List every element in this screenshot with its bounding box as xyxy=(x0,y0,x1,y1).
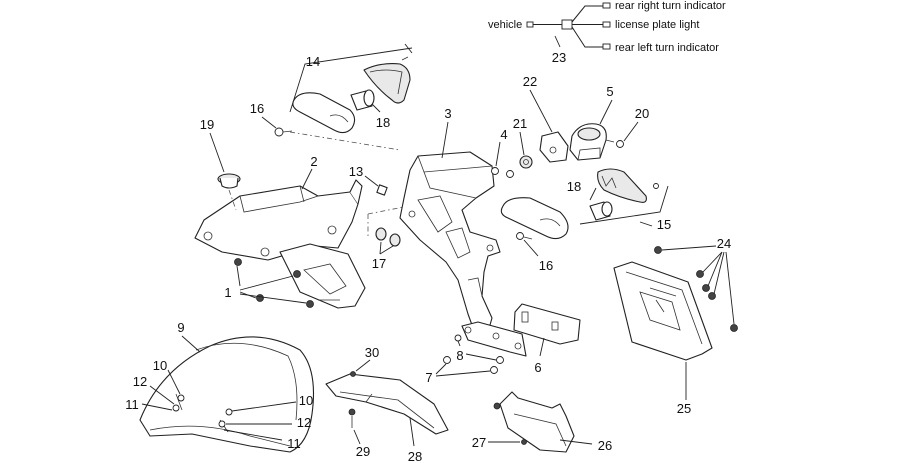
bracket-2-body xyxy=(194,185,359,261)
bracket-2-lower xyxy=(279,243,366,309)
part-label-16-right: 16 xyxy=(539,258,553,273)
part-label-4: 4 xyxy=(500,127,507,142)
screw-20: 20 xyxy=(605,106,649,148)
reflector-6: 6 xyxy=(513,303,581,375)
spacer-13: 13 xyxy=(349,164,388,196)
part-label-14: 14 xyxy=(306,54,320,69)
part-label-7: 7 xyxy=(425,370,432,385)
wire-label-vehicle: vehicle xyxy=(488,19,522,31)
screw-16-left xyxy=(274,127,293,137)
junction-connector xyxy=(561,19,573,30)
part-label-12-right: 12 xyxy=(297,415,311,430)
grommet-21: 21 xyxy=(513,116,533,169)
nuts-7: 7 xyxy=(425,356,498,385)
wire-label-plate-light: license plate light xyxy=(615,19,699,31)
indicator-body-left xyxy=(292,92,356,134)
part-label-8: 8 xyxy=(456,348,463,363)
part-label-23: 23 xyxy=(552,50,566,65)
frame-3-body xyxy=(399,151,501,337)
plate-holder-25: 25 xyxy=(613,261,713,416)
connector-rear-left xyxy=(602,43,611,50)
bracket-22: 22 xyxy=(523,74,569,163)
part-label-6: 6 xyxy=(534,360,541,375)
part-label-18-left: 18 xyxy=(376,115,390,130)
bracket-2: 2 xyxy=(194,154,366,309)
part-label-27: 27 xyxy=(472,435,486,450)
washers-8: 8 xyxy=(454,334,504,364)
connector-rear-right xyxy=(602,2,611,9)
part-label-15: 15 xyxy=(657,217,671,232)
grommet-19: 19 xyxy=(200,117,241,189)
part-label-18-right: 18 xyxy=(567,179,581,194)
wiring-schematic: vehicle rear right turn indicator licens… xyxy=(488,0,726,65)
connector-plate-light xyxy=(602,21,611,28)
mudguard-9: 9 10 12 11 10 12 11 xyxy=(125,320,315,453)
part-label-29: 29 xyxy=(356,444,370,459)
part-label-10-right: 10 xyxy=(299,393,313,408)
right-turn-indicator-group: 15 18 16 xyxy=(500,168,671,273)
part-label-11-right: 11 xyxy=(287,436,301,451)
splash-guard-28: 30 29 28 xyxy=(325,345,449,463)
part-label-12-left: 12 xyxy=(133,374,147,389)
part-label-9: 9 xyxy=(177,320,184,335)
left-turn-indicator-group: 16 18 14 xyxy=(250,43,413,151)
part-label-22: 22 xyxy=(523,74,537,89)
part-label-11-left: 11 xyxy=(125,397,139,412)
part-label-2: 2 xyxy=(310,154,317,169)
splash-guard-body xyxy=(325,373,449,435)
part-label-24: 24 xyxy=(717,236,731,251)
part-label-10-left: 10 xyxy=(153,358,167,373)
part-label-5: 5 xyxy=(606,84,613,99)
cover-26: 26 27 xyxy=(472,391,612,453)
indicator-body-right xyxy=(500,197,569,240)
part-label-26: 26 xyxy=(598,438,612,453)
part-label-30: 30 xyxy=(365,345,379,360)
part-label-28: 28 xyxy=(408,449,422,463)
part-label-19: 19 xyxy=(200,117,214,132)
mudguard-body xyxy=(139,336,315,453)
connector-vehicle xyxy=(526,21,534,28)
part-label-3: 3 xyxy=(444,106,451,121)
part-label-20: 20 xyxy=(635,106,649,121)
part-label-16-left: 16 xyxy=(250,101,264,116)
plate-light-5: 5 xyxy=(569,84,614,161)
indicator-lens-right xyxy=(597,168,647,203)
cover-26-body xyxy=(499,391,575,453)
screws-1: 1 xyxy=(224,258,314,308)
part-label-1: 1 xyxy=(224,285,231,300)
license-plate-holder-3: 3 xyxy=(399,106,501,337)
part-label-21: 21 xyxy=(513,116,527,131)
wire-label-rear-left: rear left turn indicator xyxy=(615,42,719,54)
bush-4: 4 xyxy=(491,127,514,178)
part-label-13: 13 xyxy=(349,164,363,179)
screws-24: 24 xyxy=(654,236,738,332)
plate-bracket-strip xyxy=(461,321,527,357)
part-label-25: 25 xyxy=(677,401,691,416)
wire-label-rear-right: rear right turn indicator xyxy=(615,0,726,12)
part-label-17: 17 xyxy=(372,256,386,271)
